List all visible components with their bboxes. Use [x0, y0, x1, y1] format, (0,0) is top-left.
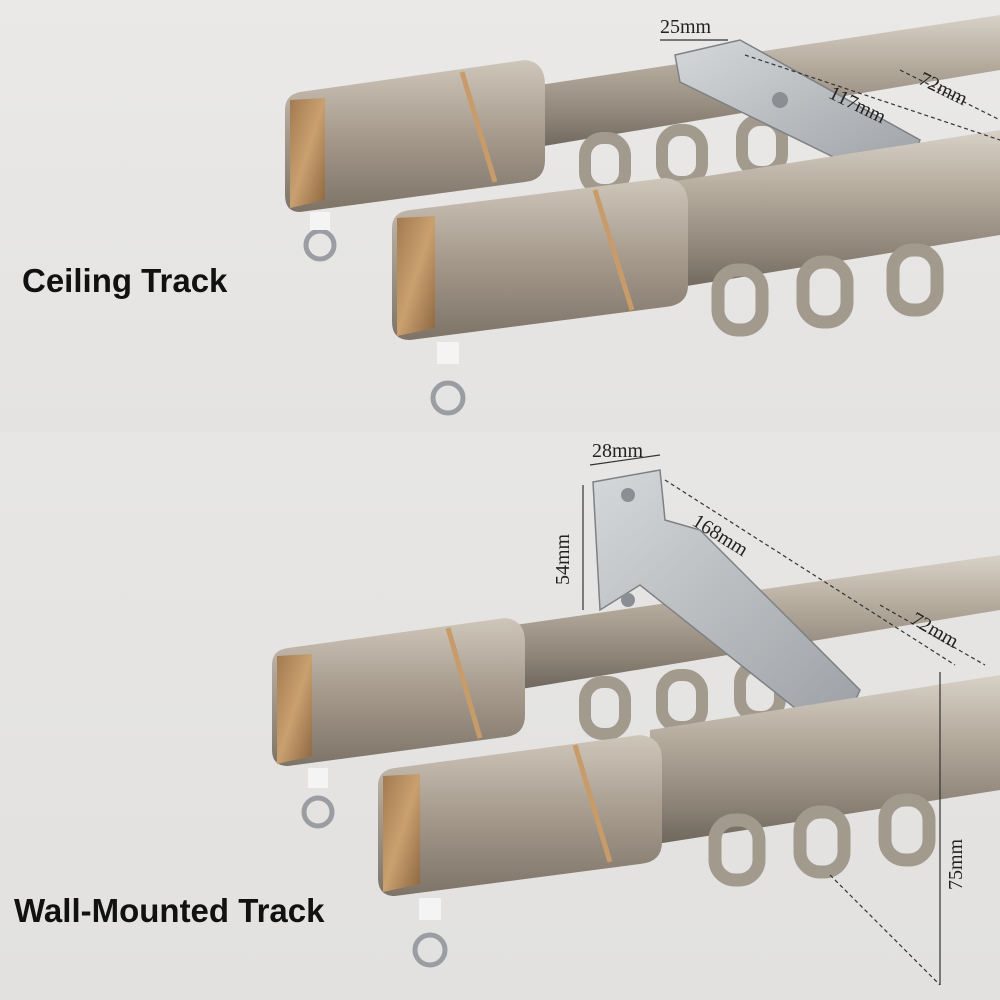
back-end-cap [272, 618, 525, 766]
end-hook [430, 380, 466, 416]
bracket-screw [772, 92, 788, 108]
end-hook [412, 932, 448, 968]
end-hook [301, 795, 335, 829]
back-end-cap-face [277, 654, 312, 764]
wall-bracket-width-label: 28mm [592, 440, 644, 462]
front-end-cap [392, 178, 688, 340]
front-glider-rings [708, 793, 936, 887]
front-end-cap-face [383, 774, 420, 892]
end-hook [303, 228, 337, 262]
back-end-cap-face [290, 98, 325, 208]
ceiling-dimension-lines [660, 39, 1000, 141]
ceiling-track-label: Ceiling Track [22, 262, 228, 299]
wall-dimension-lines [582, 454, 986, 986]
wall-rail-height-label: 75mm [945, 838, 967, 890]
wall-bracket-height-label: 54mm [552, 533, 574, 585]
front-end-cap-face [397, 216, 435, 336]
back-end-cap [285, 60, 545, 212]
ceiling-track [285, 15, 1000, 416]
wall-track-label: Wall-Mounted Track [14, 892, 325, 929]
wall-track [272, 454, 1000, 986]
front-end-cap [378, 735, 662, 896]
front-rail [650, 130, 1000, 292]
ceiling-bracket-width-label: 25mm [660, 16, 712, 38]
front-glider-rings [711, 243, 944, 337]
